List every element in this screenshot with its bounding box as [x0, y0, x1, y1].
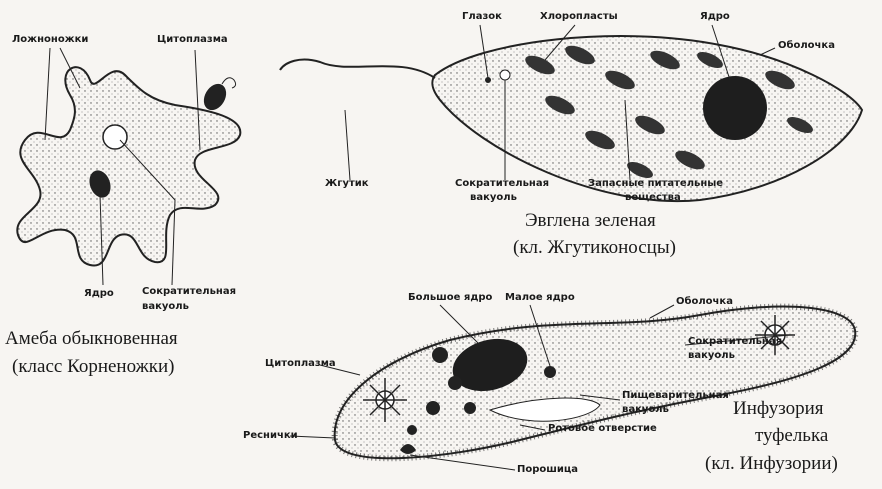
label-contractile-vacuole-2: вакуоль [142, 301, 189, 312]
label-nucleus: Ядро [700, 11, 730, 22]
label-contractile-vacuole: Сократительная [455, 178, 550, 189]
label-contractile-vacuole-2: вакуоль [470, 192, 517, 203]
paramecium-title-2: туфелька [755, 425, 829, 446]
label-chloroplasts: Хлоропласты [540, 11, 618, 22]
euglena-class: (кл. Жгутиконосцы) [513, 237, 676, 258]
label-cilia: Реснички [243, 430, 298, 441]
euglena-title: Эвглена зеленая [525, 210, 656, 231]
label-membrane: Оболочка [676, 296, 733, 307]
label-pseudopodia: Ложноножки [12, 34, 89, 45]
label-cytoplasm: Цитоплазма [157, 34, 228, 45]
paramecium-title: Инфузория [733, 398, 824, 419]
label-contractile-vacuole-2: вакуоль [688, 350, 735, 361]
label-digestive-vacuole: Пищеварительная [622, 390, 729, 401]
label-reserve-nutrients: Запасные питательные [588, 178, 724, 189]
label-anal-pore: Порошица [517, 464, 579, 475]
paramecium-drawing [289, 303, 859, 471]
label-reserve-nutrients-2: вещества [625, 192, 681, 203]
amoeba-drawing [16, 47, 242, 286]
label-flagellum: Жгутик [325, 178, 369, 189]
amoeba-title: Амеба обыкновенная [5, 328, 178, 349]
euglena-drawing [279, 24, 864, 203]
amoeba-class: (класс Корненожки) [12, 356, 175, 377]
paramecium-class: (кл. Инфузории) [705, 453, 838, 474]
label-mouth: Ротовое отверстие [548, 423, 657, 434]
label-macronucleus: Большое ядро [408, 292, 493, 303]
label-micronucleus: Малое ядро [505, 292, 575, 303]
label-contractile-vacuole: Сократительная [142, 286, 237, 297]
label-digestive-vacuole-2: вакуоль [622, 404, 669, 415]
label-cytoplasm: Цитоплазма [265, 358, 336, 369]
label-eyespot: Глазок [462, 11, 502, 22]
label-contractile-vacuole: Сократительная [688, 336, 783, 347]
label-membrane: Оболочка [778, 40, 835, 51]
label-nucleus: Ядро [84, 288, 114, 299]
